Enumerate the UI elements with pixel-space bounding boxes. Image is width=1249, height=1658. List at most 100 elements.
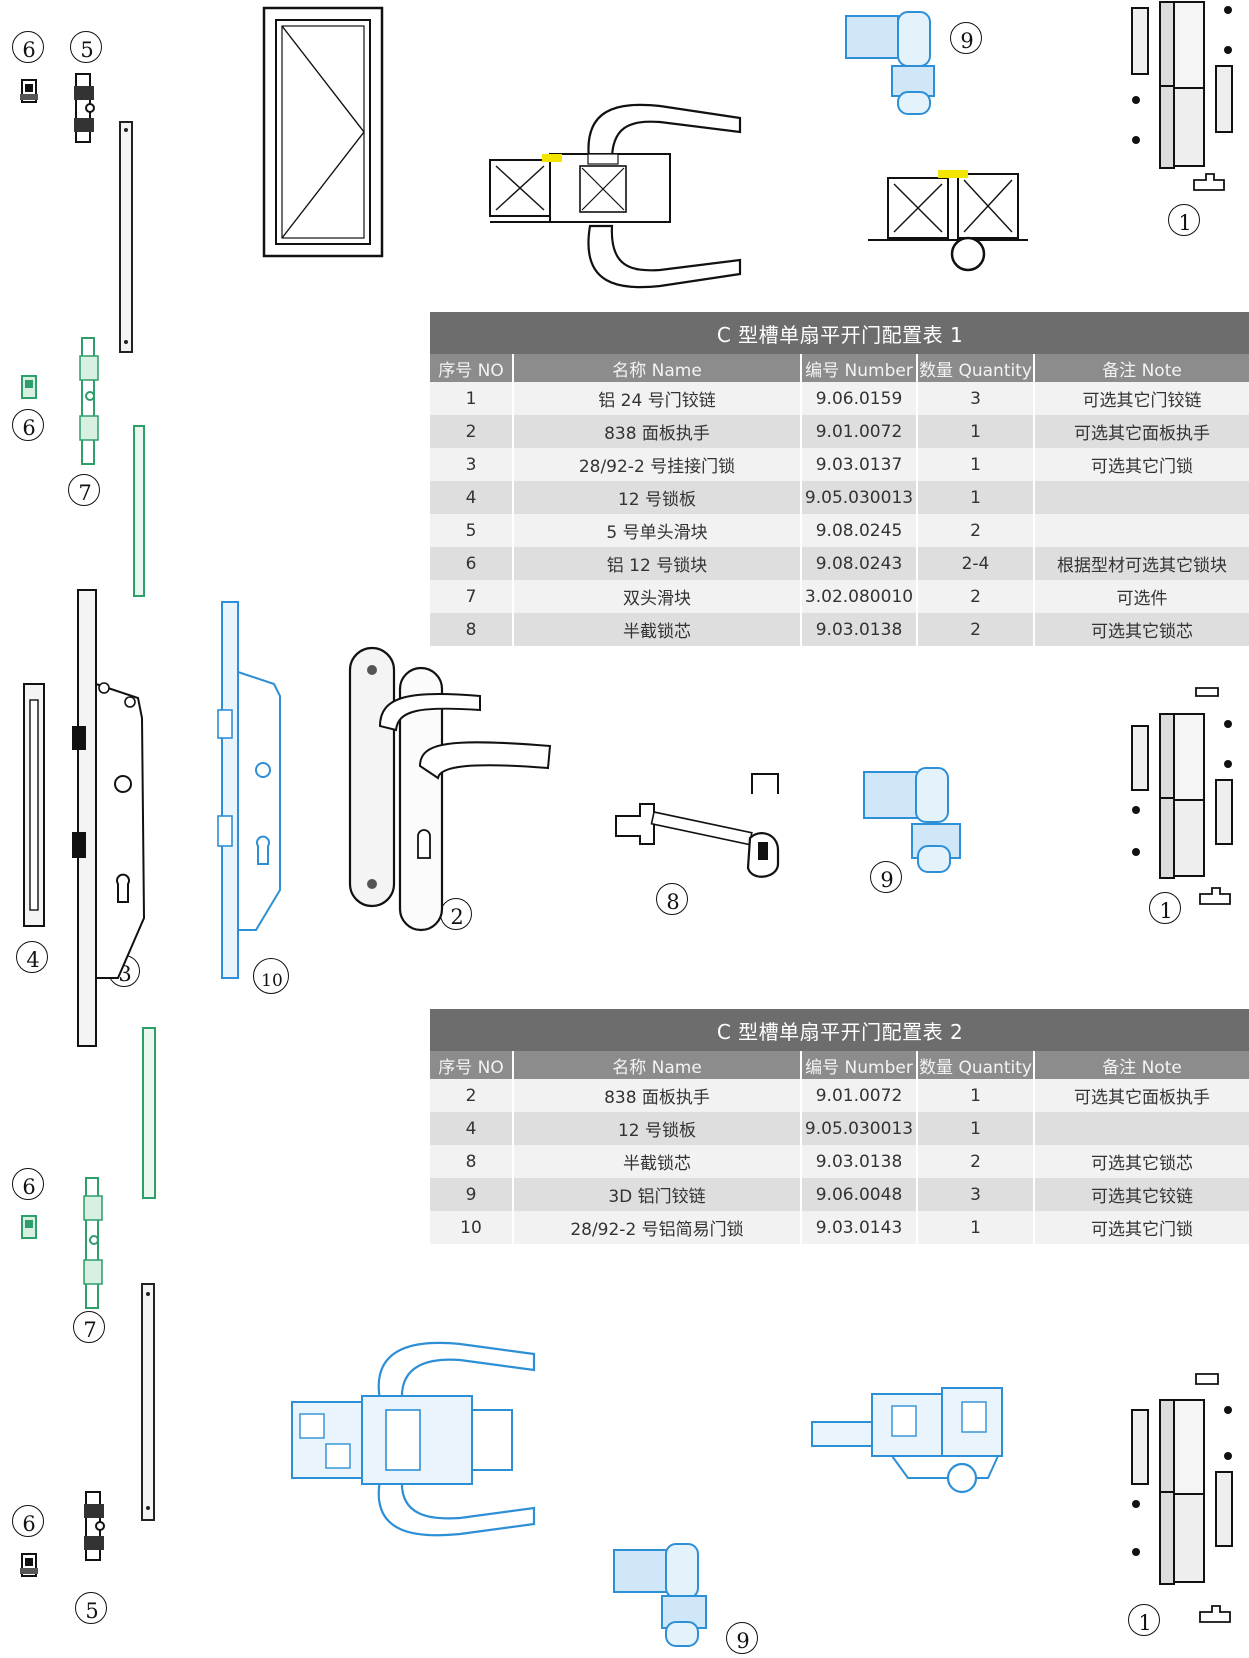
callout-1: 1	[1128, 1604, 1162, 1638]
cell-number: 9.06.0159	[801, 382, 918, 415]
callout-7: 7	[73, 1311, 107, 1345]
rod-bar-drawing	[133, 425, 145, 597]
callout-9: 9	[726, 1622, 760, 1656]
double-slider-drawing	[83, 1177, 103, 1309]
cell-no: 2	[430, 1079, 514, 1112]
cell-number: 9.08.0245	[801, 514, 918, 547]
cell-name: 28/92-2 号挂接门锁	[513, 448, 802, 481]
cell-qty: 2	[917, 613, 1035, 646]
door-hinge-drawing	[1131, 1, 1233, 191]
cell-number: 9.01.0072	[801, 415, 918, 448]
cell-qty: 1	[917, 1079, 1035, 1112]
cell-no: 8	[430, 613, 514, 646]
hinge-section-drawing	[811, 1387, 1003, 1494]
cell-no: 5	[430, 514, 514, 547]
lock-block-drawing	[21, 1215, 37, 1239]
cell-note	[1034, 514, 1249, 547]
table-title: C 型槽单扇平开门配置表 1	[430, 312, 1249, 354]
cell-number: 9.08.0243	[801, 547, 918, 580]
cell-qty: 1	[917, 481, 1035, 514]
callout-6: 6	[12, 1505, 46, 1539]
cell-name: 3D 铝门铰链	[513, 1178, 802, 1211]
header-note: 备注 Note	[1034, 1051, 1249, 1079]
3d-hinge-drawing	[613, 1543, 707, 1647]
cell-note	[1034, 481, 1249, 514]
cell-no: 8	[430, 1145, 514, 1178]
cell-note: 可选其它锁芯	[1034, 613, 1249, 646]
callout-6: 6	[12, 31, 46, 65]
cell-name: 12 号锁板	[513, 1112, 802, 1145]
cell-no: 1	[430, 382, 514, 415]
cell-number: 3.02.080010	[801, 580, 918, 613]
config-table-2: C 型槽单扇平开门配置表 2 序号 NO 名称 Name 编号 Number 数…	[430, 1009, 1249, 1244]
callout-6: 6	[12, 409, 46, 443]
mortise-lock-drawing	[72, 589, 146, 1047]
cell-name: 12 号锁板	[513, 481, 802, 514]
cell-name: 5 号单头滑块	[513, 514, 802, 547]
cell-name: 838 面板执手	[513, 1079, 802, 1112]
table-header-row: 序号 NO 名称 Name 编号 Number 数量 Quantity 备注 N…	[430, 354, 1249, 382]
rod-bar-drawing	[119, 121, 133, 353]
cell-no: 3	[430, 448, 514, 481]
cell-qty: 2	[917, 514, 1035, 547]
single-slider-drawing	[84, 1491, 105, 1561]
rod-bar-drawing	[141, 1283, 155, 1521]
header-no: 序号 NO	[430, 1051, 514, 1079]
cell-qty: 2	[917, 580, 1035, 613]
panel-handle-drawing	[348, 646, 552, 932]
cell-qty: 2-4	[917, 547, 1035, 580]
header-number: 编号 Number	[801, 1051, 918, 1079]
cell-note: 可选其它面板执手	[1034, 1079, 1249, 1112]
cell-note: 可选其它铰链	[1034, 1178, 1249, 1211]
simple-door-lock-drawing	[217, 601, 281, 979]
cell-note: 可选其它面板执手	[1034, 415, 1249, 448]
header-name: 名称 Name	[513, 354, 802, 382]
callout-8: 8	[656, 883, 690, 917]
cell-note: 可选其它门铰链	[1034, 382, 1249, 415]
handle-section-drawing	[291, 1341, 536, 1537]
double-slider-drawing	[79, 337, 99, 465]
lock-block-drawing	[21, 375, 37, 399]
cell-no: 10	[430, 1211, 514, 1244]
hinge-section-drawing	[868, 170, 1028, 272]
cell-note	[1034, 1112, 1249, 1145]
callout-1: 1	[1168, 204, 1202, 238]
cell-qty: 1	[917, 415, 1035, 448]
lock-cylinder-drawing	[615, 773, 780, 878]
rod-bar-drawing	[142, 1027, 156, 1199]
lock-block-drawing	[20, 1553, 38, 1577]
cell-number: 9.03.0143	[801, 1211, 918, 1244]
header-number: 编号 Number	[801, 354, 918, 382]
3d-hinge-drawing	[863, 767, 961, 873]
header-quantity: 数量 Quantity	[917, 354, 1035, 382]
callout-1: 1	[1149, 892, 1183, 926]
cell-no: 6	[430, 547, 514, 580]
cell-name: 铝 12 号锁块	[513, 547, 802, 580]
config-table-1: C 型槽单扇平开门配置表 1 序号 NO 名称 Name 编号 Number 数…	[430, 312, 1249, 646]
cell-number: 9.03.0138	[801, 613, 918, 646]
door-hinge-drawing	[1131, 1373, 1233, 1623]
callout-6: 6	[12, 1168, 46, 1202]
cell-qty: 1	[917, 448, 1035, 481]
cell-number: 9.06.0048	[801, 1178, 918, 1211]
callout-5: 5	[70, 31, 104, 65]
header-quantity: 数量 Quantity	[917, 1051, 1035, 1079]
cell-note: 可选其它门锁	[1034, 448, 1249, 481]
3d-hinge-drawing	[845, 11, 935, 115]
cell-name: 838 面板执手	[513, 415, 802, 448]
table-title: C 型槽单扇平开门配置表 2	[430, 1009, 1249, 1051]
cell-name: 半截锁芯	[513, 1145, 802, 1178]
cell-number: 9.05.030013	[801, 1112, 918, 1145]
callout-9: 9	[870, 861, 904, 895]
cell-note: 可选其它锁芯	[1034, 1145, 1249, 1178]
callout-5: 5	[75, 1592, 109, 1626]
cell-no: 4	[430, 481, 514, 514]
cell-name: 铝 24 号门铰链	[513, 382, 802, 415]
